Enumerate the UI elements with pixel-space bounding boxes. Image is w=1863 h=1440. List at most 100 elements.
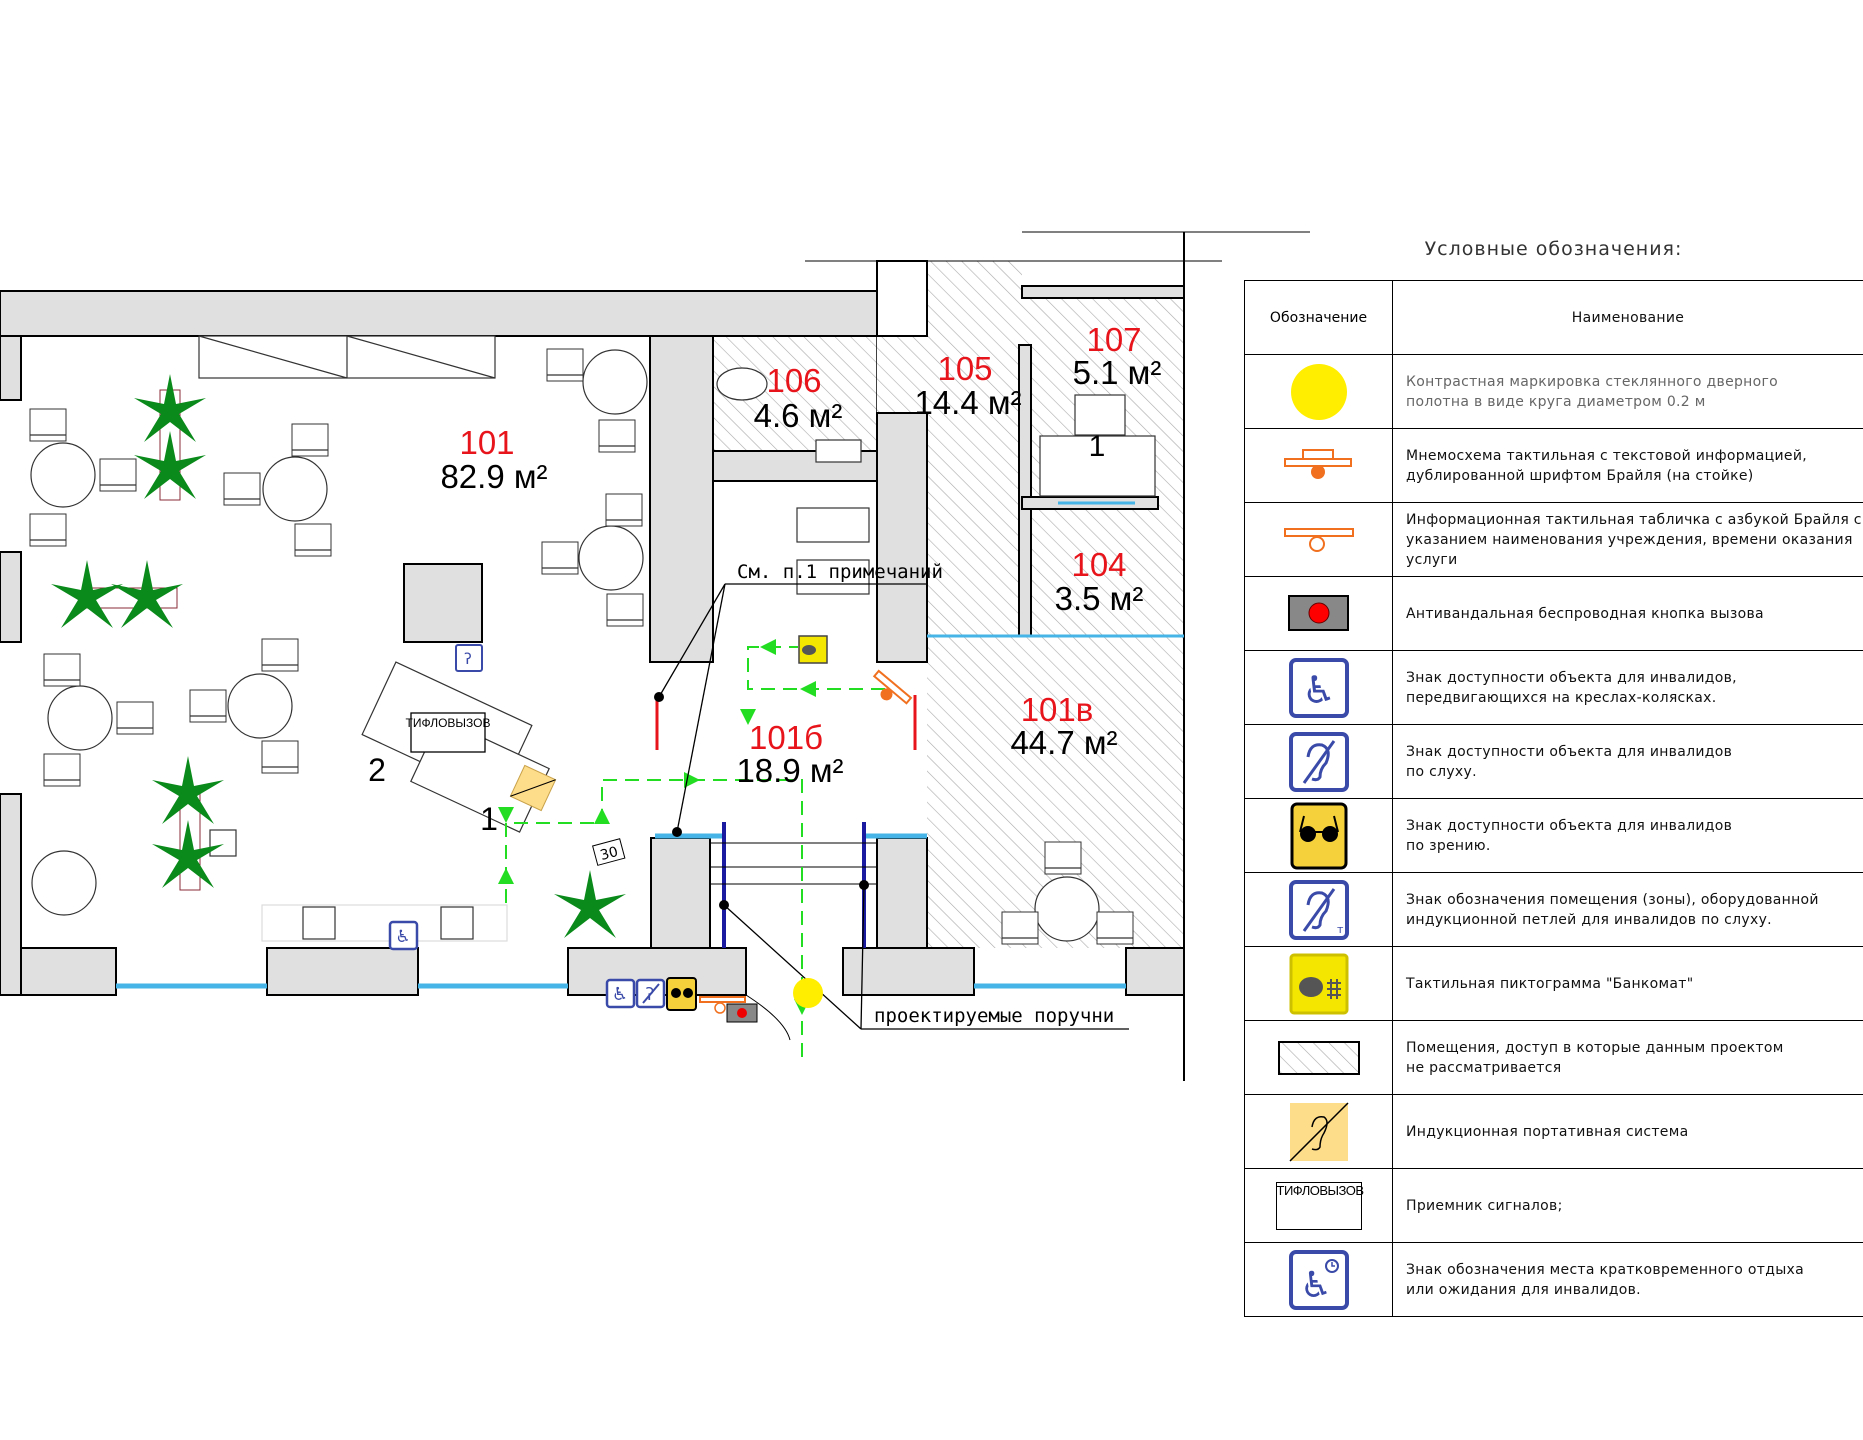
tactile-mnemo-icon	[1283, 448, 1352, 479]
hearing-icon	[1288, 731, 1349, 792]
legend-row: Контрастная маркировка стеклянного дверн…	[1245, 355, 1863, 429]
rest-place-icon: ♿	[1288, 1249, 1349, 1310]
legend-text: Приемник сигналов;	[1406, 1197, 1563, 1214]
leader-lines	[658, 583, 1129, 1030]
hearing-loop-sign: ʔ	[455, 644, 483, 672]
legend-text: Мнемосхема тактильная с текстовой информ…	[1406, 447, 1807, 464]
svg-text:♿: ♿	[1301, 668, 1335, 712]
door-marking-circle	[793, 978, 823, 1008]
legend-row: ♿ Знак обозначения места кратковременног…	[1245, 1243, 1863, 1316]
legend-text: Антивандальная беспроводная кнопка вызов…	[1406, 605, 1764, 622]
legend-row: Помещения, доступ в которые данным проек…	[1245, 1021, 1863, 1095]
legend-row: Тактильная пиктограмма "Банкомат"	[1245, 947, 1863, 1021]
tactile-plate-icon	[1283, 527, 1354, 552]
signal-receiver-icon: ТИФЛОВЫЗОВ	[1275, 1181, 1365, 1230]
svg-text:105: 105	[937, 350, 992, 387]
entrance-vision-sign	[666, 977, 697, 1011]
call-button-icon	[1287, 594, 1349, 631]
legend-text: передвигающихся на креслах-колясках.	[1406, 689, 1717, 706]
legend-col-symbol: Обозначение	[1245, 281, 1393, 354]
svg-text:3.5 м²: 3.5 м²	[1055, 580, 1144, 617]
legend-row: Мнемосхема тактильная с текстовой информ…	[1245, 429, 1863, 503]
entrance-wheelchair-sign: ♿	[605, 978, 636, 1009]
legend-row: ♿ Знак доступности объекта для инвалидов…	[1245, 651, 1863, 725]
atm-icon	[1289, 953, 1348, 1014]
marker-1: 1	[480, 801, 498, 837]
svg-text:106: 106	[766, 362, 821, 399]
yellow-circle-icon	[1290, 363, 1347, 420]
svg-text:44.7 м²: 44.7 м²	[1010, 724, 1117, 761]
svg-text:♿: ♿	[1299, 1265, 1331, 1306]
hatched-area-icon	[1277, 1040, 1360, 1075]
sign-30: 30	[599, 844, 620, 864]
svg-text:ʔ: ʔ	[464, 650, 472, 668]
entrance-hearing-sign: ʔ	[635, 978, 666, 1009]
atm-sign	[798, 635, 828, 664]
legend-row: Индукционная портативная система	[1245, 1095, 1863, 1169]
wheelchair-icon: ♿	[1288, 657, 1349, 718]
legend-text: или ожидания для инвалидов.	[1406, 1281, 1641, 1298]
svg-text:82.9 м²: 82.9 м²	[440, 458, 547, 495]
vision-icon	[1290, 802, 1347, 869]
vestibule-steps	[710, 842, 877, 1041]
legend-text: по зрению.	[1406, 837, 1491, 854]
svg-text:5.1 м²: 5.1 м²	[1073, 354, 1162, 391]
legend-row: Знак доступности объекта для инвалидов по…	[1245, 799, 1863, 873]
legend-text: Индукционная портативная система	[1406, 1123, 1689, 1140]
marker-2: 2	[368, 752, 386, 788]
svg-text:18.9 м²: 18.9 м²	[736, 752, 843, 789]
legend-col-name: Наименование	[1571, 309, 1685, 326]
handrails-note: проектируемые поручни	[874, 1005, 1114, 1027]
legend-text: индукционной петлей для инвалидов по слу…	[1406, 911, 1772, 928]
legend-text: Знак доступности объекта для инвалидов,	[1406, 669, 1737, 686]
induction-system-icon	[1288, 1101, 1349, 1162]
legend-text: указанием наименования учреждения, време…	[1406, 531, 1853, 548]
legend-row: ТИФЛОВЫЗОВ Приемник сигналов;	[1245, 1169, 1863, 1243]
svg-text:101б: 101б	[749, 719, 823, 756]
svg-text:4.6 м²: 4.6 м²	[754, 397, 843, 434]
legend-text: не рассматривается	[1406, 1059, 1562, 1076]
legend-text: услуги	[1406, 551, 1458, 568]
svg-text:101: 101	[459, 424, 514, 461]
svg-text:101в: 101в	[1021, 691, 1094, 728]
svg-text:107: 107	[1086, 321, 1141, 358]
legend-text: Знак обозначения помещения (зоны), обору…	[1406, 891, 1819, 908]
svg-text:т: т	[1337, 923, 1344, 936]
legend-row: Информационная тактильная табличка с азб…	[1245, 503, 1863, 577]
legend-row: Антивандальная беспроводная кнопка вызов…	[1245, 577, 1863, 651]
tactile-plate	[699, 996, 746, 1014]
walls	[0, 231, 1310, 1081]
legend-header: Обозначение Наименование	[1245, 281, 1863, 355]
svg-text:♿: ♿	[612, 984, 628, 1005]
legend-table: Обозначение Наименование Контрастная мар…	[1244, 280, 1863, 1317]
signal-receiver	[410, 712, 486, 753]
legend-row: т Знак обозначения помещения (зоны), обо…	[1245, 873, 1863, 947]
svg-text:14.4 м²: 14.4 м²	[914, 384, 1021, 421]
hearing-loop-icon: т	[1288, 879, 1349, 940]
plants	[51, 374, 626, 938]
note-reference: См. п.1 примечаний	[737, 561, 943, 583]
legend-text: Знак доступности объекта для инвалидов	[1406, 817, 1733, 834]
windows	[116, 501, 1184, 989]
call-button	[726, 1003, 758, 1023]
legend-text: Знак обозначения места кратковременного …	[1406, 1261, 1805, 1278]
signal-receiver-icon-label: ТИФЛОВЫЗОВ	[1276, 1182, 1365, 1198]
marker-107-1: 1	[1089, 430, 1106, 463]
legend-text: дублированной шрифтом Брайля (на стойке)	[1406, 467, 1754, 484]
legend-text: по слуху.	[1406, 763, 1477, 780]
legend-text: Помещения, доступ в которые данным проек…	[1406, 1039, 1784, 1056]
legend-text: Тактильная пиктограмма "Банкомат"	[1406, 975, 1694, 992]
legend-title: Условные обозначения:	[1424, 238, 1683, 260]
svg-text:♿: ♿	[395, 927, 410, 947]
legend-text: полотна в виде круга диаметром 0.2 м	[1406, 393, 1706, 410]
svg-text:104: 104	[1071, 546, 1126, 583]
